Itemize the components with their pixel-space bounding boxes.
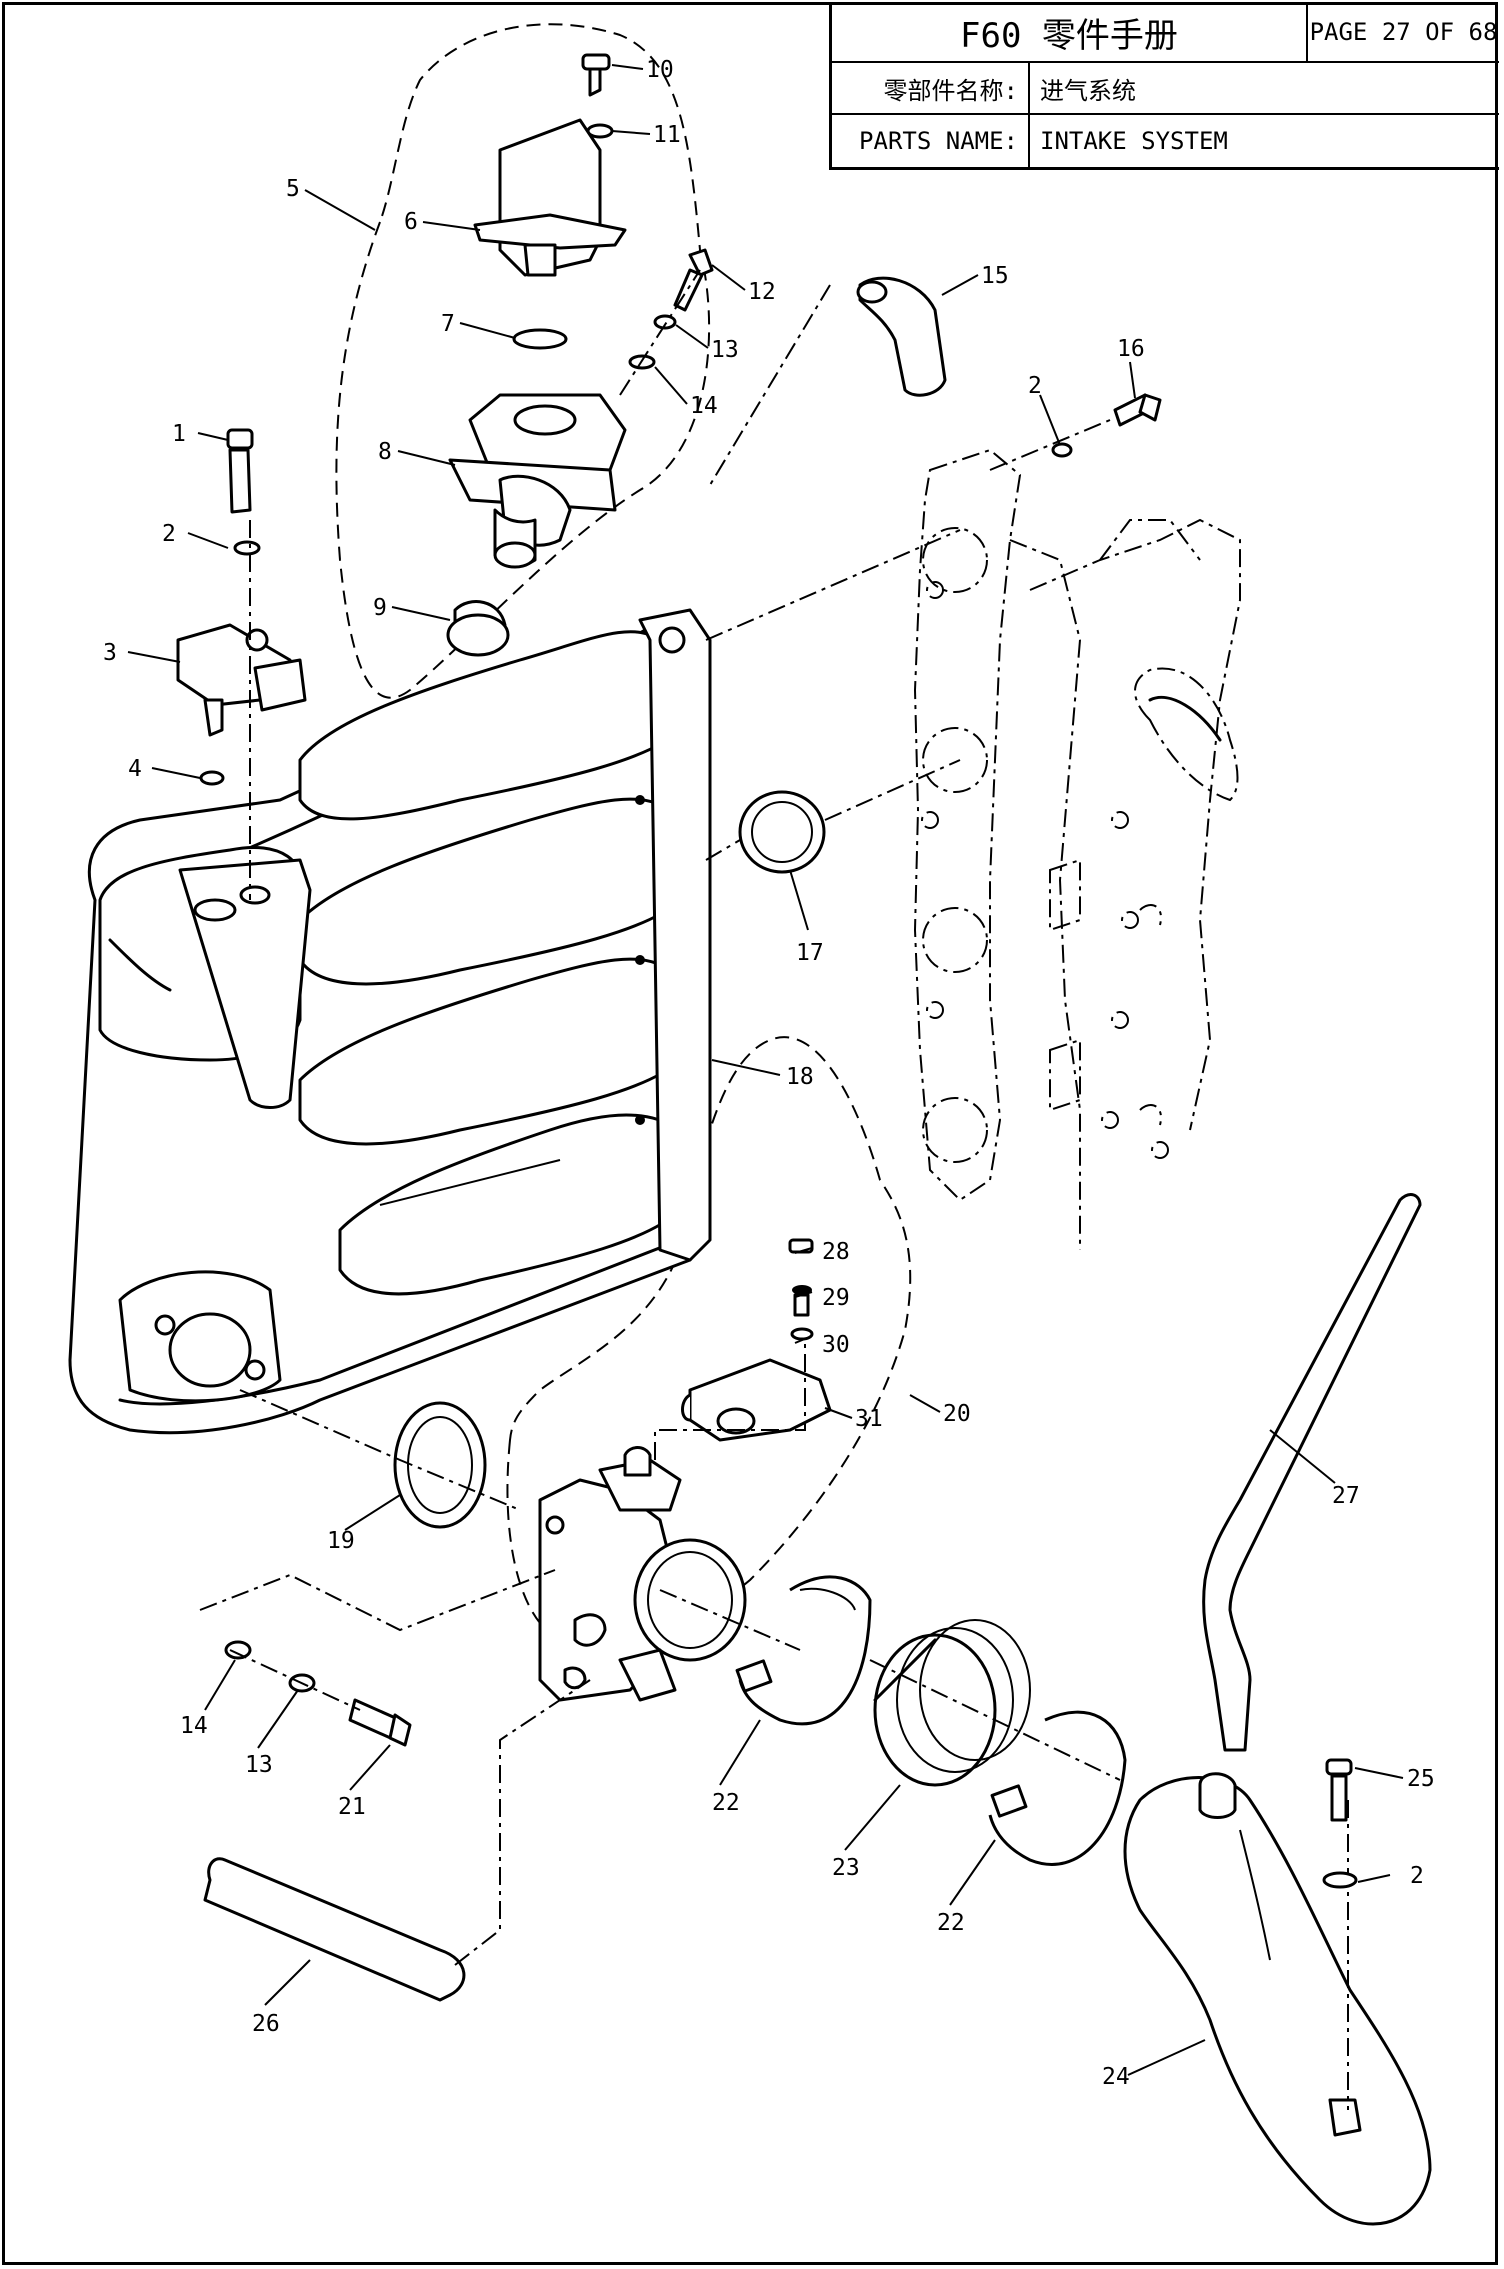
parts-name-en-label: PARTS NAME: bbox=[859, 127, 1018, 155]
callout-2a: 2 bbox=[162, 521, 176, 547]
clamp-22-upper bbox=[735, 1575, 872, 1726]
callout-1: 1 bbox=[172, 421, 186, 447]
callout-13a: 13 bbox=[711, 337, 739, 363]
callout-25: 25 bbox=[1407, 1766, 1435, 1792]
hose-27 bbox=[1202, 1193, 1422, 1752]
callout-leaders bbox=[127, 64, 1404, 2076]
leader-manifold-head bbox=[705, 529, 961, 641]
callout-2c: 2 bbox=[1410, 1863, 1424, 1889]
callout-29: 29 bbox=[822, 1285, 850, 1311]
bolt-16 bbox=[989, 393, 1162, 471]
callout-11: 11 bbox=[653, 122, 681, 148]
intake-manifold-18 bbox=[68, 608, 712, 1435]
callout-22a: 22 bbox=[712, 1790, 740, 1816]
callout-5: 5 bbox=[286, 176, 300, 202]
callout-22b: 22 bbox=[937, 1910, 965, 1936]
title-row: F60 零件手册 PAGE 27 OF 68 bbox=[832, 3, 1499, 63]
callout-23: 23 bbox=[832, 1855, 860, 1881]
callout-16: 16 bbox=[1117, 336, 1145, 362]
parts-name-cn-row: 零部件名称: 进气系统 bbox=[832, 63, 1499, 115]
callout-labels: 1 2 3 4 5 6 7 8 9 10 11 12 13 14 15 16 2… bbox=[103, 57, 1435, 2090]
fasteners-12-13-14 bbox=[619, 248, 714, 396]
parts-name-cn-label: 零部件名称: bbox=[883, 76, 1018, 105]
callout-20: 20 bbox=[943, 1401, 971, 1427]
gasket-17 bbox=[705, 759, 961, 874]
map-sensor-3 bbox=[176, 428, 307, 900]
throttle-body-20 bbox=[538, 1238, 832, 1702]
leader-manifold-gasket bbox=[239, 1389, 521, 1511]
cylinder-head-phantom bbox=[913, 448, 1241, 1250]
callout-14a: 14 bbox=[690, 393, 718, 419]
callout-13b: 13 bbox=[245, 1752, 273, 1778]
callout-3: 3 bbox=[103, 640, 117, 666]
leader-throttle-clamp bbox=[659, 1589, 801, 1651]
bolt-25 bbox=[1322, 1758, 1358, 1889]
callout-26: 26 bbox=[252, 2011, 280, 2037]
callout-27: 27 bbox=[1332, 1483, 1360, 1509]
callout-2b: 2 bbox=[1028, 373, 1042, 399]
gasket-19 bbox=[393, 1401, 487, 1529]
parts-name-en-value: INTAKE SYSTEM bbox=[1028, 115, 1498, 167]
parts-name-cn-value: 进气系统 bbox=[1028, 63, 1498, 113]
hose-15 bbox=[709, 276, 947, 486]
callout-4: 4 bbox=[128, 756, 142, 782]
callout-10: 10 bbox=[646, 57, 674, 83]
callout-6: 6 bbox=[404, 209, 418, 235]
group-5-outline bbox=[335, 23, 711, 699]
callout-21: 21 bbox=[338, 1794, 366, 1820]
callout-8: 8 bbox=[378, 439, 392, 465]
callout-18: 18 bbox=[786, 1064, 814, 1090]
clamp-22-lower bbox=[869, 1659, 1127, 1866]
page-number: PAGE 27 OF 68 bbox=[1306, 3, 1499, 61]
hose-26 bbox=[203, 1679, 591, 2002]
parts-name-en-row: PARTS NAME: INTAKE SYSTEM bbox=[832, 115, 1499, 167]
callout-30: 30 bbox=[822, 1332, 850, 1358]
air-duct-24 bbox=[1123, 1772, 1432, 2226]
callout-24: 24 bbox=[1102, 2064, 1130, 2090]
sleeve-23 bbox=[873, 1619, 1031, 1787]
callout-19: 19 bbox=[327, 1528, 355, 1554]
callout-15: 15 bbox=[981, 263, 1009, 289]
callout-12: 12 bbox=[748, 279, 776, 305]
callout-17: 17 bbox=[796, 940, 824, 966]
book-title: F60 零件手册 bbox=[960, 15, 1178, 56]
callout-31: 31 bbox=[855, 1406, 883, 1432]
idle-air-control-5 bbox=[446, 53, 627, 657]
callout-28: 28 bbox=[822, 1239, 850, 1265]
callout-14b: 14 bbox=[180, 1713, 208, 1739]
callout-9: 9 bbox=[373, 595, 387, 621]
callout-7: 7 bbox=[441, 311, 455, 337]
title-block: F60 零件手册 PAGE 27 OF 68 零部件名称: 进气系统 PARTS… bbox=[829, 3, 1499, 170]
fasteners-14-13-21 bbox=[199, 1569, 556, 1747]
